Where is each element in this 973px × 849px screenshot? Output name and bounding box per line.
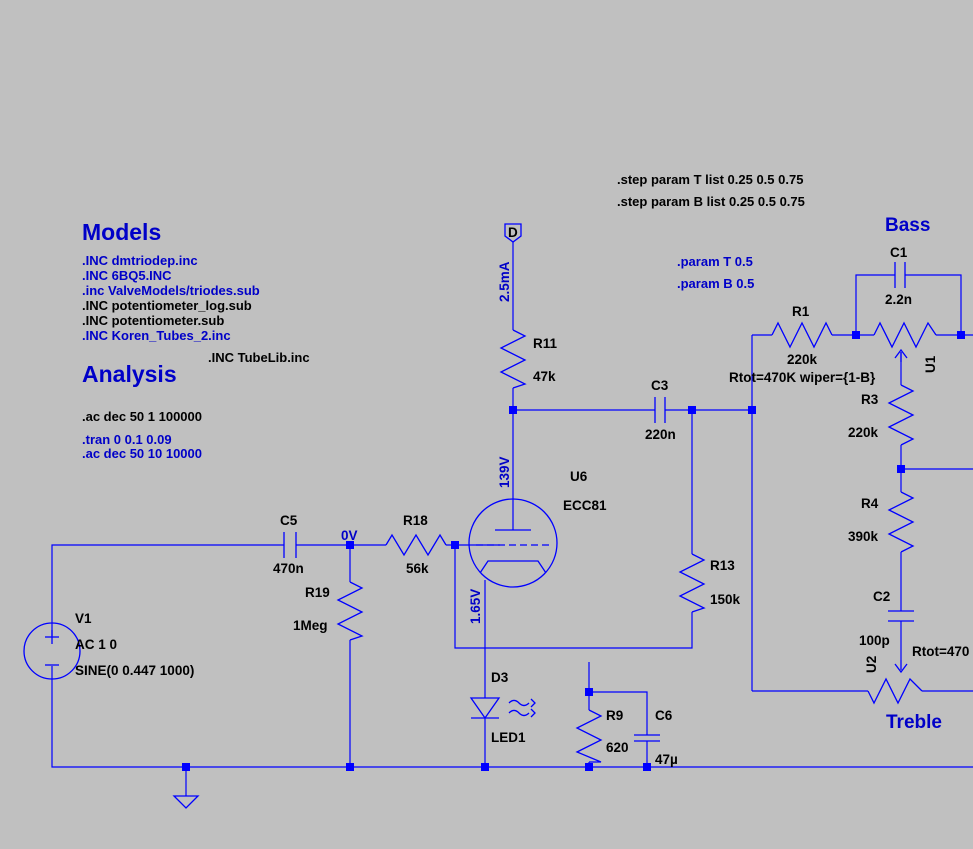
- c6-value[interactable]: 47µ: [655, 752, 678, 767]
- ac-comment[interactable]: .ac dec 50 10 10000: [82, 446, 202, 461]
- c3-name[interactable]: C3: [651, 378, 669, 393]
- treble-label: Treble: [886, 712, 942, 733]
- c6-name[interactable]: C6: [655, 708, 673, 723]
- u1-value[interactable]: Rtot=470K wiper={1-B}: [729, 370, 876, 385]
- v1-source-symbol[interactable]: [23, 622, 81, 680]
- analysis-heading: Analysis: [82, 361, 177, 387]
- r4-name[interactable]: R4: [861, 496, 879, 511]
- u1-potentiometer-symbol[interactable]: [873, 321, 937, 362]
- c2-capacitor-symbol[interactable]: [888, 610, 914, 622]
- junction-nodes: [182, 331, 965, 771]
- include-line-3[interactable]: .inc ValveModels/triodes.sub: [82, 283, 260, 298]
- ac-directive[interactable]: .ac dec 50 1 100000: [82, 409, 202, 424]
- probe-d-flag[interactable]: [504, 223, 522, 243]
- include-line-4[interactable]: .INC potentiometer_log.sub: [82, 298, 252, 313]
- r18-resistor-symbol[interactable]: [385, 533, 447, 557]
- d3-name[interactable]: D3: [491, 670, 509, 685]
- u1-name[interactable]: U1: [923, 355, 938, 373]
- r19-name[interactable]: R19: [305, 585, 330, 600]
- c3-value[interactable]: 220n: [645, 427, 676, 442]
- r3-resistor-symbol[interactable]: [887, 384, 915, 446]
- include-line-1[interactable]: .INC dmtriodep.inc: [82, 253, 198, 268]
- r18-value[interactable]: 56k: [406, 561, 429, 576]
- param-b[interactable]: .param B 0.5: [677, 276, 754, 291]
- c5-name[interactable]: C5: [280, 513, 298, 528]
- tubelib-include[interactable]: .INC TubeLib.inc: [208, 350, 310, 365]
- r4-value[interactable]: 390k: [848, 529, 879, 544]
- c6-capacitor-symbol[interactable]: [634, 734, 660, 742]
- step-param-b[interactable]: .step param B list 0.25 0.5 0.75: [617, 194, 805, 209]
- param-t[interactable]: .param T 0.5: [677, 254, 753, 269]
- u6-triode-symbol[interactable]: [468, 498, 558, 588]
- u2-name[interactable]: U2: [864, 656, 879, 673]
- tran-comment[interactable]: .tran 0 0.1 0.09: [82, 432, 172, 447]
- r9-resistor-symbol[interactable]: [575, 709, 603, 763]
- plate-voltage-label: 139V: [497, 456, 512, 488]
- r3-value[interactable]: 220k: [848, 425, 879, 440]
- r1-value[interactable]: 220k: [787, 352, 818, 367]
- r11-current-label: 2.5mA: [497, 261, 512, 302]
- c2-name[interactable]: C2: [873, 589, 890, 604]
- step-param-t[interactable]: .step param T list 0.25 0.5 0.75: [617, 172, 803, 187]
- models-heading: Models: [82, 219, 161, 245]
- r11-value[interactable]: 47k: [533, 369, 556, 384]
- r18-name[interactable]: R18: [403, 513, 428, 528]
- r13-value[interactable]: 150k: [710, 592, 741, 607]
- r3-name[interactable]: R3: [861, 392, 879, 407]
- v1-name[interactable]: V1: [75, 611, 92, 626]
- u6-name[interactable]: U6: [570, 469, 588, 484]
- c1-capacitor-symbol[interactable]: [894, 262, 906, 288]
- c1-name[interactable]: C1: [890, 245, 908, 260]
- cathode-voltage-label: 1.65V: [468, 589, 483, 624]
- c5-value[interactable]: 470n: [273, 561, 304, 576]
- c1-value[interactable]: 2.2n: [885, 292, 912, 307]
- r19-value[interactable]: 1Meg: [293, 618, 328, 633]
- r11-name[interactable]: R11: [533, 336, 558, 351]
- include-line-6[interactable]: .INC Koren_Tubes_2.inc: [82, 328, 231, 343]
- grid-voltage-label: 0V: [341, 528, 358, 543]
- include-line-2[interactable]: .INC 6BQ5.INC: [82, 268, 172, 283]
- r9-value[interactable]: 620: [606, 740, 629, 755]
- r4-resistor-symbol[interactable]: [887, 491, 915, 553]
- probe-d-label[interactable]: D: [508, 225, 518, 240]
- c2-value[interactable]: 100p: [859, 633, 890, 648]
- u6-value[interactable]: ECC81: [563, 498, 607, 513]
- d3-value[interactable]: LED1: [491, 730, 526, 745]
- r1-resistor-symbol[interactable]: [771, 321, 833, 349]
- r13-name[interactable]: R13: [710, 558, 735, 573]
- r19-resistor-symbol[interactable]: [336, 581, 364, 641]
- c5-capacitor-symbol[interactable]: [283, 532, 297, 558]
- bass-label: Bass: [885, 215, 930, 236]
- v1-ac[interactable]: AC 1 0: [75, 637, 117, 652]
- include-line-5[interactable]: .INC potentiometer.sub: [82, 313, 224, 328]
- ground-symbol: [172, 795, 200, 809]
- d3-led-symbol[interactable]: [469, 697, 536, 720]
- r1-name[interactable]: R1: [792, 304, 810, 319]
- u2-potentiometer-symbol[interactable]: [867, 660, 923, 705]
- r9-name[interactable]: R9: [606, 708, 623, 723]
- v1-sine[interactable]: SINE(0 0.447 1000): [75, 663, 194, 678]
- r11-resistor-symbol[interactable]: [499, 329, 527, 389]
- u2-value[interactable]: Rtot=470: [912, 644, 969, 659]
- r13-resistor-symbol[interactable]: [678, 553, 706, 613]
- c3-capacitor-symbol[interactable]: [654, 397, 666, 423]
